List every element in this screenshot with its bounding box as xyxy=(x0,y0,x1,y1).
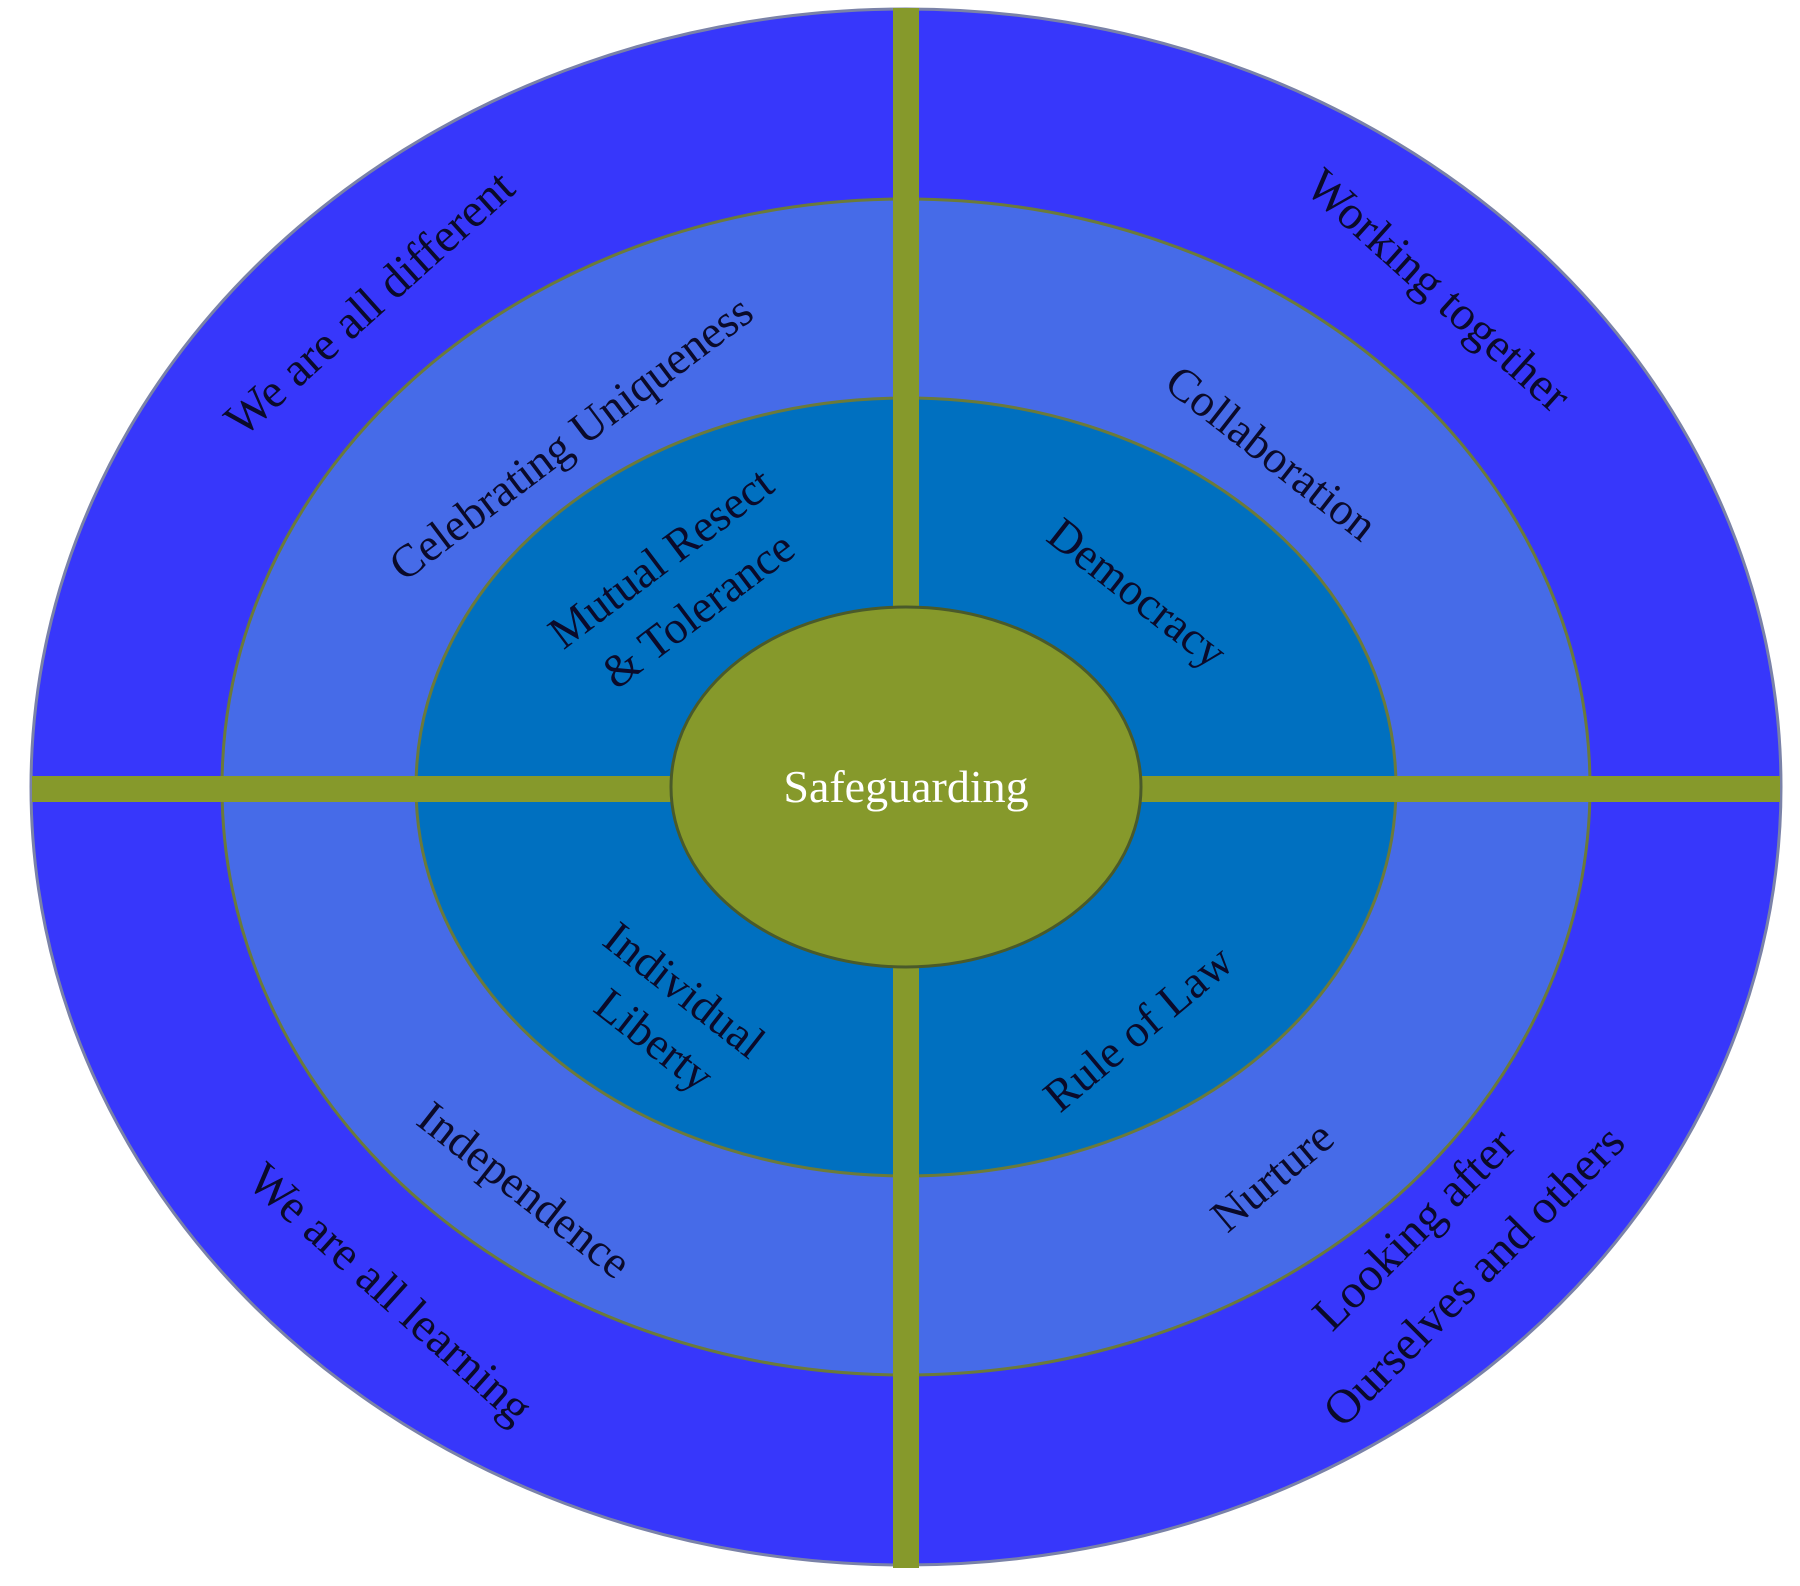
center-label: Safeguarding xyxy=(783,761,1028,812)
center-circle xyxy=(669,605,1143,969)
